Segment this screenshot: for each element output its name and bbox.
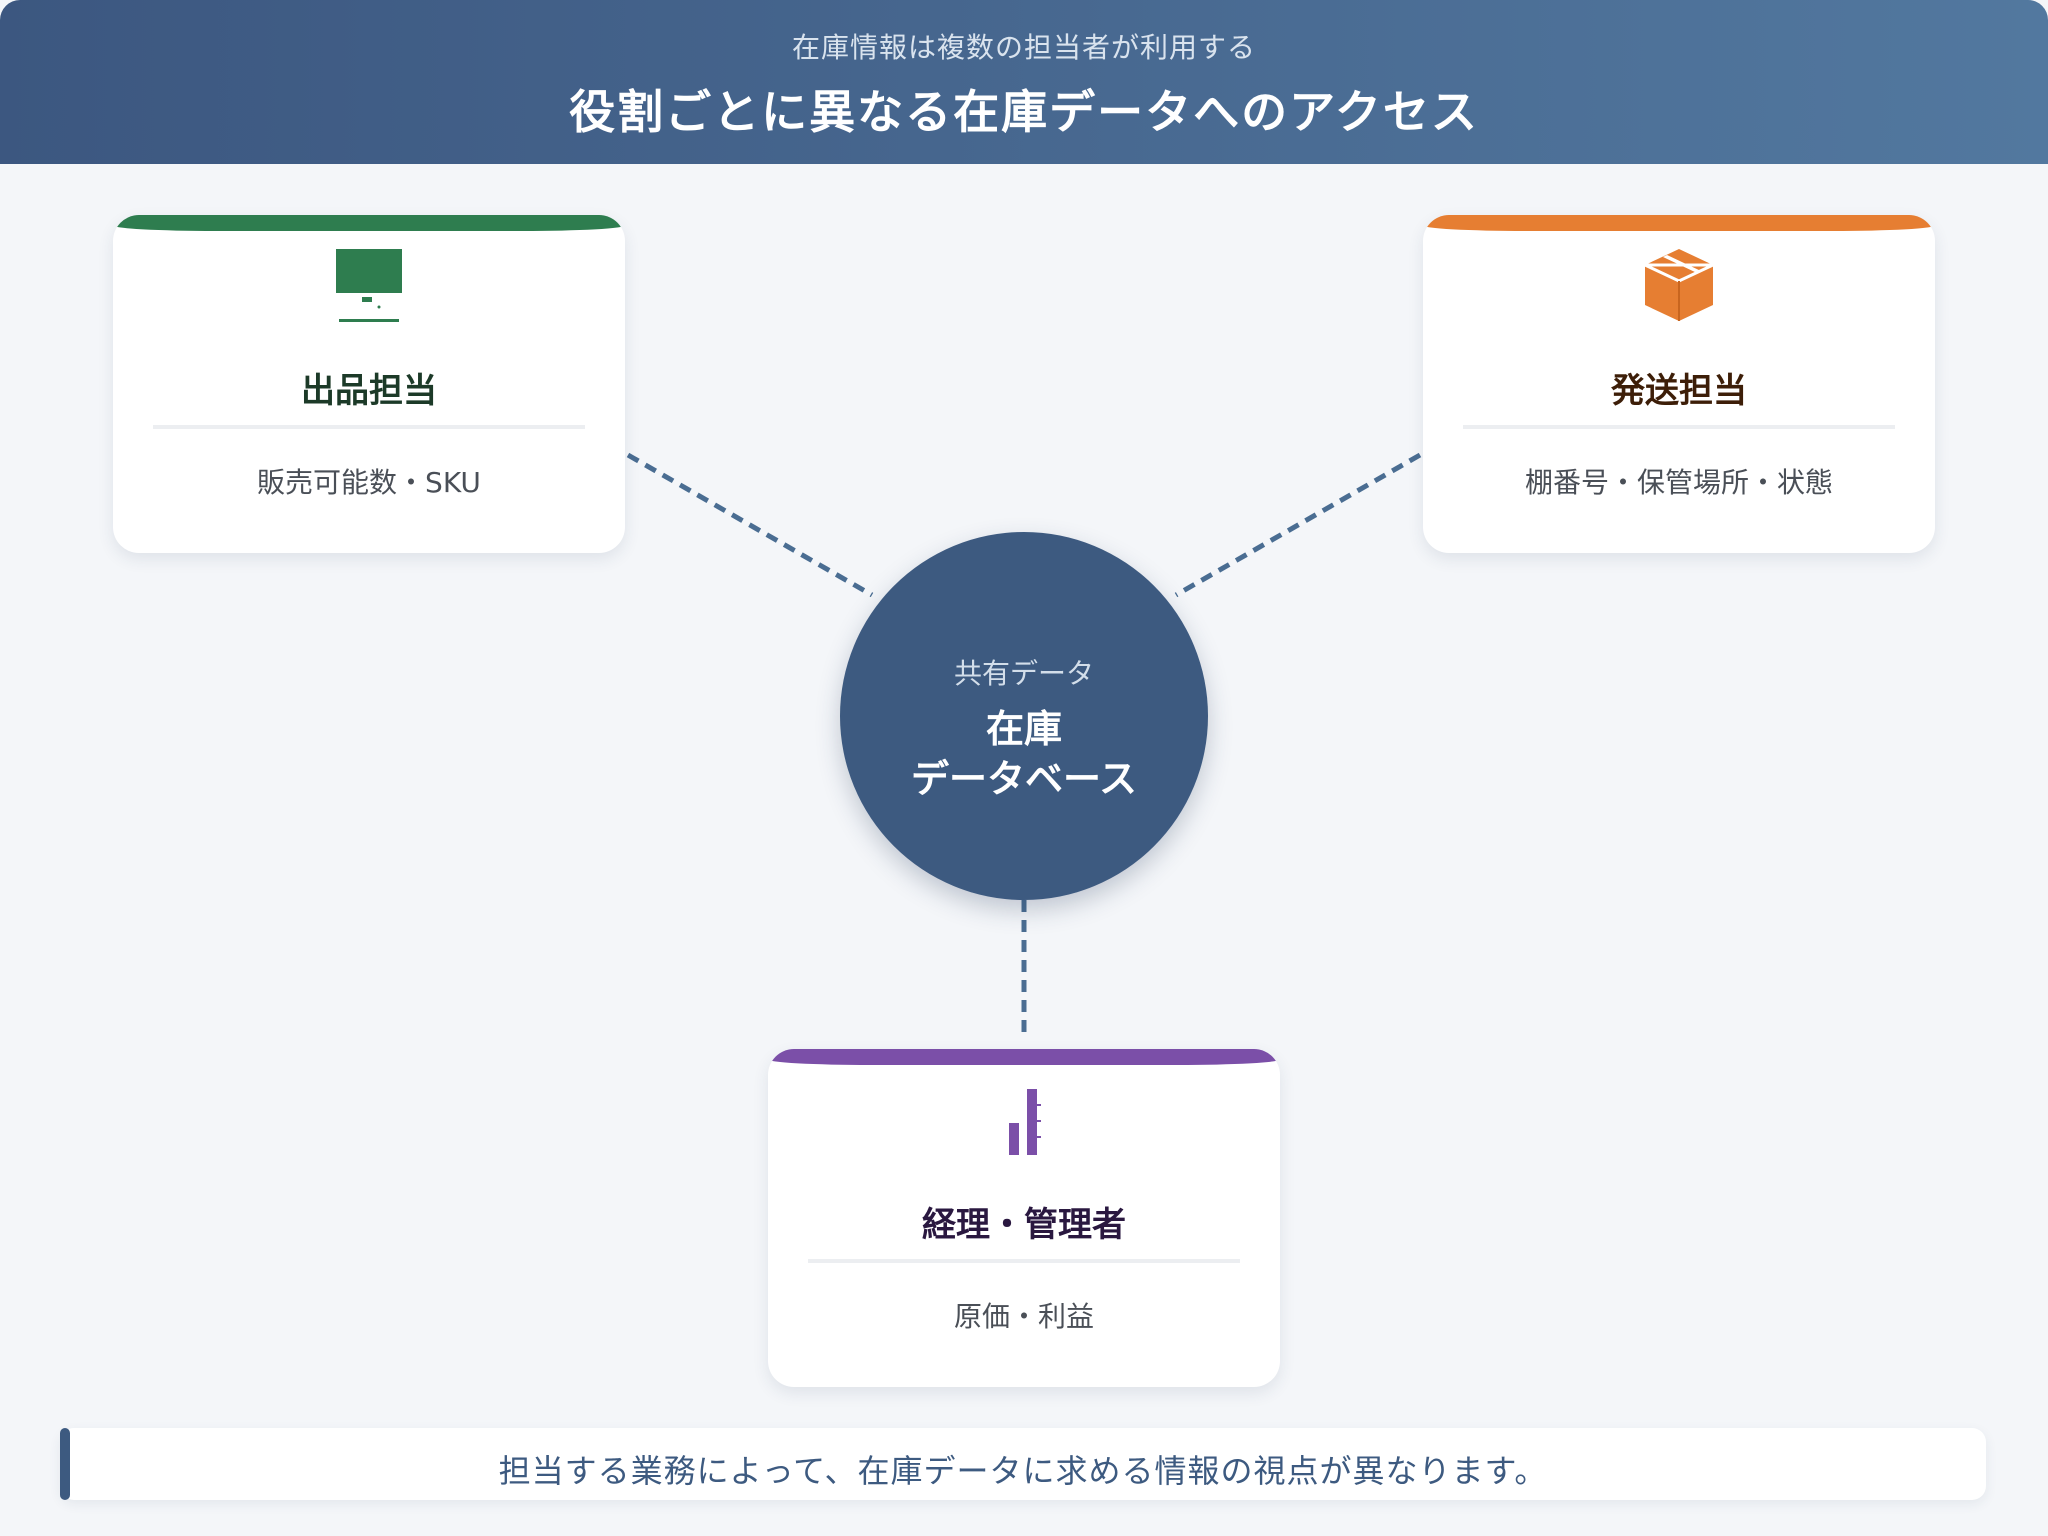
package-icon — [1423, 243, 1935, 327]
bar-chart-icon — [768, 1077, 1280, 1161]
divider — [153, 425, 585, 429]
role-fields: 販売可能数・SKU — [257, 466, 481, 499]
hub-label: 共有データ — [953, 657, 1094, 690]
header: 在庫情報は複数の担当者が利用する 役割ごとに異なる在庫データへのアクセス — [0, 0, 2048, 164]
monitor-icon — [113, 243, 625, 327]
footnote-box: 担当する業務によって、在庫データに求める情報の視点が異なります。 — [60, 1428, 1986, 1500]
connector-shipping — [1174, 452, 1422, 598]
role-name: 発送担当 — [1611, 371, 1747, 411]
footnote-text: 担当する業務によって、在庫データに求める情報の視点が異なります。 — [498, 1452, 1548, 1490]
role-fields: 棚番号・保管場所・状態 — [1524, 466, 1833, 499]
hub-name-line1: 在庫 — [985, 707, 1062, 751]
header-subtitle: 在庫情報は複数の担当者が利用する — [791, 31, 1256, 64]
role-name: 経理・管理者 — [922, 1205, 1126, 1245]
role-card-shipping: 発送担当 棚番号・保管場所・状態 — [1423, 215, 1935, 553]
role-card-listing: 出品担当 販売可能数・SKU — [113, 215, 625, 553]
role-color-bar — [1423, 215, 1935, 231]
header-title: 役割ごとに異なる在庫データへのアクセス — [569, 85, 1479, 139]
role-fields: 原価・利益 — [953, 1300, 1094, 1333]
inventory-database-hub: 共有データ 在庫 データベース — [840, 532, 1208, 900]
divider — [808, 1259, 1240, 1263]
role-card-accounting: 経理・管理者 原価・利益 — [768, 1049, 1280, 1387]
footnote-accent — [60, 1428, 70, 1500]
hub-name-line2: データベース — [910, 757, 1138, 801]
divider — [1463, 425, 1895, 429]
connector-listing — [626, 452, 874, 598]
role-color-bar — [768, 1049, 1280, 1065]
role-color-bar — [113, 215, 625, 231]
role-name: 出品担当 — [301, 371, 437, 411]
